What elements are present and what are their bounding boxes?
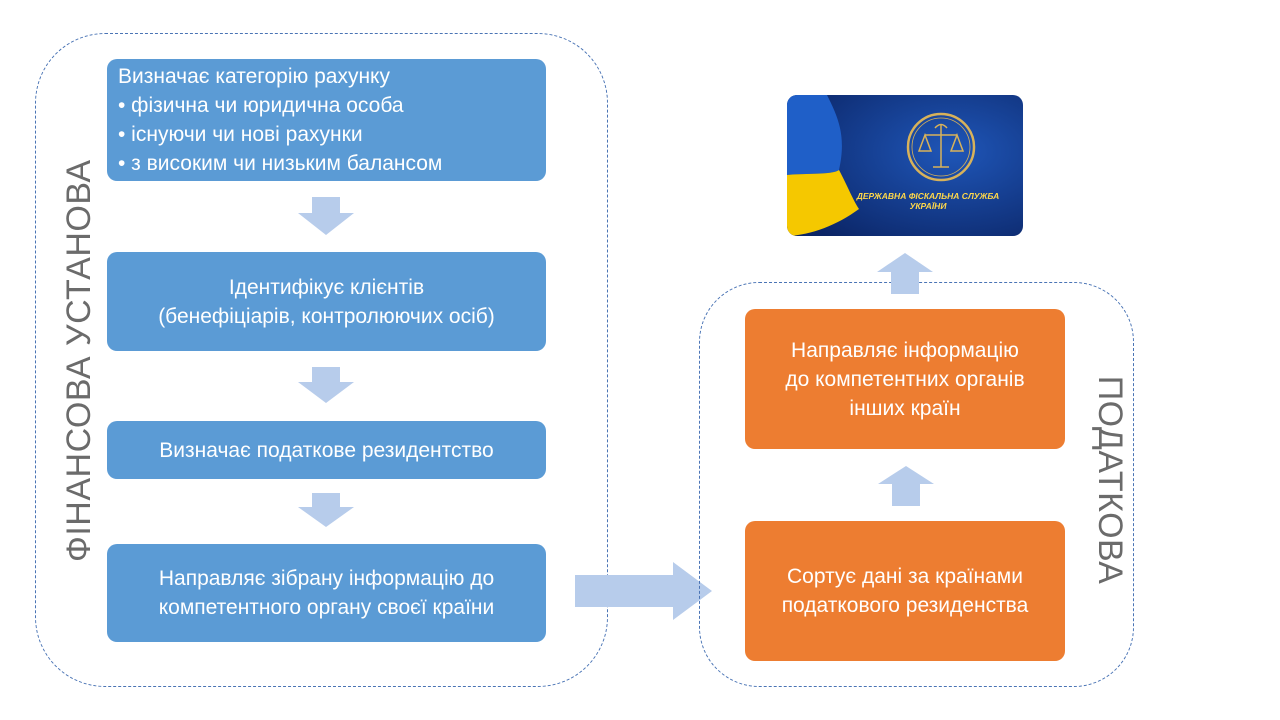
right-arrow-icon <box>575 562 712 620</box>
up-arrow-icon <box>877 253 933 294</box>
logo-background <box>787 95 1023 236</box>
tax-authority-label: ПОДАТКОВА <box>1091 375 1129 585</box>
flag-yellow <box>787 170 859 236</box>
step-forward-info-line: Направляє інформацію <box>791 338 1019 362</box>
flag-blue <box>787 95 842 175</box>
down-arrow-icon <box>298 197 354 235</box>
step-account-category-title: Визначає категорію рахунку <box>118 65 390 88</box>
step-send-info-line: компетентного органу своєї країни <box>158 596 495 619</box>
financial-institution-group <box>35 33 608 687</box>
step-sort-data-box: Сортує дані за країнами податкового рези… <box>745 521 1065 661</box>
up-arrow-icon <box>878 466 934 506</box>
logo-name-line1: ДЕРЖАВНА ФІСКАЛЬНА СЛУЖБА <box>856 191 1000 201</box>
step-send-info-line: Направляє зібрану інформацію до <box>158 567 495 590</box>
step-send-info-box: Направляє зібрану інформацію до компетен… <box>107 544 546 642</box>
step-sort-data-line: податкового резиденства <box>781 594 1029 617</box>
step-identify-clients-box: Ідентифікує клієнтів (бенефіціарів, конт… <box>107 252 546 351</box>
step-identify-clients-line: Ідентифікує клієнтів <box>228 275 425 299</box>
down-arrow-icon <box>298 493 354 527</box>
step-account-category-box: Визначає категорію рахунку • фізична чи … <box>107 59 546 181</box>
down-arrow-icon <box>298 367 354 403</box>
emblem-icon <box>917 123 965 168</box>
step-tax-residency-box: Визначає податкове резидентство <box>107 421 546 479</box>
financial-institution-label: ФІНАНСОВА УСТАНОВА <box>60 159 98 562</box>
step-account-category-bullet: • фізична чи юридична особа <box>118 94 404 117</box>
tax-service-logo: ДЕРЖАВНА ФІСКАЛЬНА СЛУЖБА УКРАЇНИ <box>787 95 1023 236</box>
step-forward-info-line: до компетентних органів <box>785 367 1025 391</box>
step-forward-info-line: інших країн <box>849 396 961 420</box>
step-tax-residency-line: Визначає податкове резидентство <box>159 438 494 462</box>
logo-name-line2: УКРАЇНИ <box>909 201 947 211</box>
step-sort-data-line: Сортує дані за країнами <box>787 565 1023 588</box>
step-account-category-bullet: • з високим чи низьким балансом <box>118 152 443 175</box>
step-forward-info-box: Направляє інформацію до компетентних орг… <box>745 309 1065 449</box>
step-identify-clients-line: (бенефіціарів, контролюючих осіб) <box>158 304 495 328</box>
emblem-ring <box>906 112 976 182</box>
step-account-category-bullet: • існуючи чи нові рахунки <box>118 123 363 146</box>
